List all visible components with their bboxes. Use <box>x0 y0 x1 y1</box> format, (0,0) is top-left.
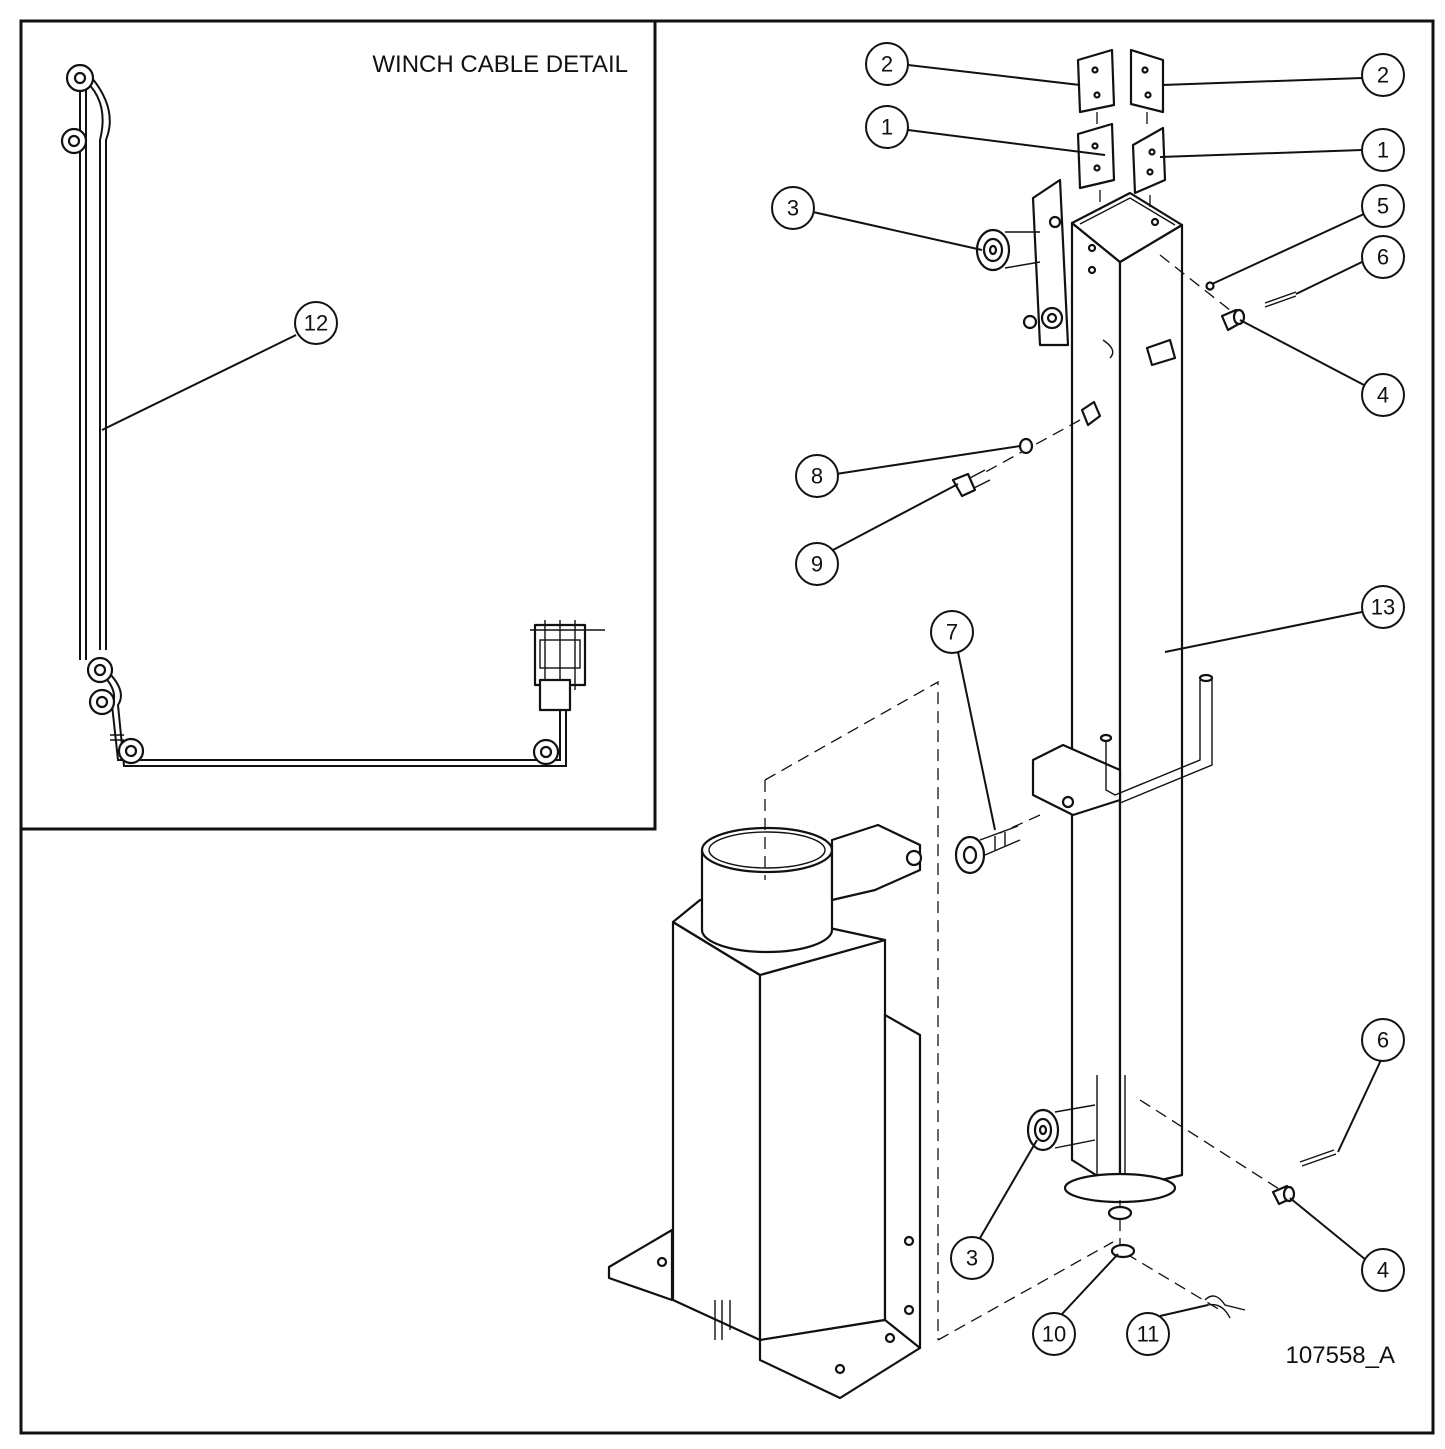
svg-text:4: 4 <box>1377 383 1389 408</box>
wear-pad-1-right <box>1131 126 1167 195</box>
base-housing <box>607 823 923 1400</box>
washer-8 <box>1018 437 1034 455</box>
svg-text:10: 10 <box>1042 1322 1066 1347</box>
svg-text:1: 1 <box>1377 138 1389 163</box>
callout-5: 5 <box>1361 184 1405 228</box>
pin-5 <box>1205 281 1215 291</box>
knob-7 <box>954 825 1021 875</box>
detail-pulley-top <box>65 63 95 93</box>
svg-text:2: 2 <box>1377 63 1389 88</box>
svg-text:6: 6 <box>1377 245 1389 270</box>
wear-pad-1-left <box>1076 122 1116 190</box>
drawing-number: 107558_A <box>1286 1342 1395 1369</box>
svg-text:3: 3 <box>787 196 799 221</box>
wear-pad-2-right <box>1129 48 1165 114</box>
callout-1-right: 1 <box>1361 128 1405 172</box>
svg-text:4: 4 <box>1377 1258 1389 1283</box>
callout-6-top: 6 <box>1361 235 1405 279</box>
washer-10-lower <box>1110 1243 1136 1259</box>
mast-tube <box>1063 191 1184 1204</box>
callout-9: 9 <box>795 542 839 586</box>
callout-3-top: 3 <box>771 186 815 230</box>
callout-13: 13 <box>1361 585 1405 629</box>
callout-2-right: 2 <box>1361 53 1405 97</box>
callout-4-bottom: 4 <box>1361 1248 1405 1292</box>
svg-text:12: 12 <box>304 311 328 336</box>
svg-text:7: 7 <box>946 620 958 645</box>
winch-cable-routing <box>60 63 605 767</box>
callout-10: 10 <box>1032 1312 1076 1356</box>
svg-text:13: 13 <box>1371 595 1395 620</box>
wear-pad-2-left <box>1076 48 1116 114</box>
svg-text:9: 9 <box>811 552 823 577</box>
svg-text:5: 5 <box>1377 194 1389 219</box>
detail-pulley-upper <box>60 127 88 155</box>
mast-collar-with-handle <box>1031 673 1214 817</box>
detail-winch <box>530 620 605 712</box>
callout-12: 12 <box>294 301 338 345</box>
detail-pulley-bottom-right <box>532 738 560 766</box>
svg-text:8: 8 <box>811 464 823 489</box>
svg-text:3: 3 <box>966 1246 978 1271</box>
callout-2-left: 2 <box>865 42 909 86</box>
sheave-top <box>975 228 1041 272</box>
svg-text:1: 1 <box>881 115 893 140</box>
callout-6-bottom: 6 <box>1361 1018 1405 1062</box>
clevis-pin-4-bottom <box>1271 1184 1296 1206</box>
detail-pulley-bottom-left <box>117 737 145 765</box>
svg-text:11: 11 <box>1137 1322 1160 1347</box>
cotter-pin-6-bottom <box>1299 1149 1337 1167</box>
callout-1-left: 1 <box>865 105 909 149</box>
detail-pulley-lower-1 <box>86 656 114 684</box>
callout-8: 8 <box>795 454 839 498</box>
callout-11: 11 <box>1126 1312 1170 1356</box>
svg-text:6: 6 <box>1377 1028 1389 1053</box>
washer-10-upper <box>1107 1205 1133 1221</box>
top-sheave-arm <box>1022 178 1070 347</box>
callout-4-top: 4 <box>1361 373 1405 417</box>
detail-title: WINCH CABLE DETAIL <box>372 51 628 78</box>
callout-3-bottom: 3 <box>950 1236 994 1280</box>
sheave-bottom <box>1026 1104 1096 1152</box>
detail-pulley-lower-2 <box>88 688 116 716</box>
bolt-9 <box>951 469 991 498</box>
cotter-pin-6-top <box>1264 291 1297 308</box>
svg-text:2: 2 <box>881 52 893 77</box>
hair-pin-clip-11 <box>1204 1295 1246 1319</box>
callout-7: 7 <box>930 610 974 654</box>
